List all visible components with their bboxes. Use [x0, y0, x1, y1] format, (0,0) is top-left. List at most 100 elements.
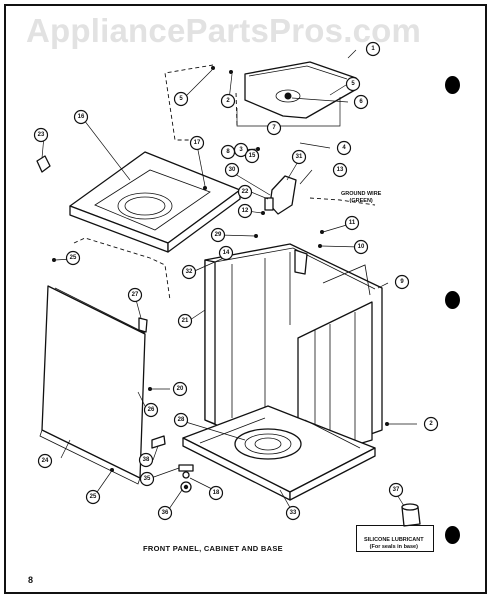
lubricant-box [356, 525, 434, 552]
callout-23: 23 [33, 127, 49, 143]
callout-21: 21 [177, 313, 193, 329]
ground-wire-line1: GROUND WIRE [341, 191, 382, 197]
callout-20-label: 20 [177, 386, 184, 392]
callout-1: 1 [365, 41, 381, 57]
callout-6: 6 [353, 94, 369, 110]
callout-22: 22 [237, 184, 253, 200]
callout-12: 12 [237, 203, 253, 219]
callout-32: 32 [181, 264, 197, 280]
callout-37-label: 37 [393, 487, 400, 493]
callout-7: 7 [266, 120, 282, 136]
callout-31-label: 31 [296, 154, 303, 160]
callout-33: 33 [285, 505, 301, 521]
callout-12-label: 12 [242, 208, 249, 214]
callout-15: 15 [244, 148, 260, 164]
cabinet [204, 243, 383, 463]
callout-14-label: 14 [223, 250, 230, 256]
callout-28-label: 28 [178, 417, 185, 423]
callout-4: 4 [336, 140, 352, 156]
base [182, 405, 376, 501]
diagram-title: FRONT PANEL, CABINET AND BASE [143, 544, 283, 553]
watermark-text: AppliancePartsPros.com [26, 12, 422, 49]
callout-16: 16 [73, 109, 89, 125]
callout-25-top-label: 25 [70, 255, 77, 261]
callout-30: 30 [224, 162, 240, 178]
callout-5-left: 5 [173, 91, 189, 107]
callout-33-label: 33 [290, 510, 297, 516]
callout-37: 37 [388, 482, 404, 498]
callout-18-label: 18 [213, 490, 220, 496]
callout-29: 29 [210, 227, 226, 243]
callout-17-label: 17 [194, 140, 201, 146]
callout-25-bottom-label: 25 [90, 494, 97, 500]
callout-1-label: 1 [371, 46, 375, 52]
binder-hole-bottom [445, 526, 460, 544]
callout-10: 10 [353, 239, 369, 255]
callout-38: 38 [138, 452, 154, 468]
callout-16-label: 16 [78, 114, 85, 120]
callout-38-label: 38 [143, 457, 150, 463]
callout-25-top: 25 [65, 250, 81, 266]
callout-30-label: 30 [229, 167, 236, 173]
callout-13-label: 13 [337, 167, 344, 173]
callout-3-label: 3 [239, 147, 243, 153]
callout-36: 36 [157, 505, 173, 521]
callout-17: 17 [189, 135, 205, 151]
lubricant-line2: (For seals in base) [369, 543, 418, 550]
callout-27-label: 27 [132, 292, 139, 298]
callout-4-label: 4 [342, 145, 346, 151]
callout-25-bottom: 25 [85, 489, 101, 505]
callout-2-top: 2 [220, 93, 236, 109]
callout-8: 8 [220, 144, 236, 160]
lubricant-label: SILICONE LUBRICANT (For seals in base) [364, 537, 424, 550]
callout-20: 20 [172, 381, 188, 397]
callout-10-label: 10 [358, 244, 365, 250]
callout-24-label: 24 [42, 458, 49, 464]
callout-18: 18 [208, 485, 224, 501]
hardware-parts [36, 66, 421, 527]
top-panel [69, 151, 241, 253]
page-number: 8 [28, 575, 34, 585]
callout-26: 26 [143, 402, 159, 418]
callout-27: 27 [127, 287, 143, 303]
callout-8-label: 8 [226, 149, 230, 155]
callout-14: 14 [218, 245, 234, 261]
lubricant-line1: SILICONE LUBRICANT [364, 537, 424, 543]
callout-6-label: 6 [359, 99, 363, 105]
callout-24: 24 [37, 453, 53, 469]
callout-32-label: 32 [186, 269, 193, 275]
callout-35-label: 35 [144, 476, 151, 482]
callout-2-right: 2 [423, 416, 439, 432]
callout-23-label: 23 [38, 132, 45, 138]
lid-switch-bracket [264, 175, 297, 215]
callout-2-right-label: 2 [429, 421, 433, 427]
callout-28: 28 [173, 412, 189, 428]
callout-31: 31 [291, 149, 307, 165]
callout-11-label: 11 [349, 220, 356, 226]
callout-2-top-label: 2 [226, 98, 230, 104]
callout-26-label: 26 [148, 407, 155, 413]
binder-hole-top [445, 76, 460, 94]
ground-wire-label: GROUND WIRE (GREEN) [341, 191, 381, 204]
callout-5-right-label: 5 [351, 81, 355, 87]
dashed-guide-lines [73, 64, 376, 301]
callout-7-label: 7 [272, 125, 276, 131]
callout-5-right: 5 [345, 76, 361, 92]
callout-22-label: 22 [242, 189, 249, 195]
callout-9-label: 9 [400, 279, 404, 285]
callout-11: 11 [344, 215, 360, 231]
callout-15-label: 15 [249, 153, 256, 159]
callout-35: 35 [139, 471, 155, 487]
callout-13: 13 [332, 162, 348, 178]
callout-5-left-label: 5 [179, 96, 183, 102]
callout-9: 9 [394, 274, 410, 290]
callout-29-label: 29 [215, 232, 222, 238]
ground-wire-line2: (GREEN) [349, 197, 373, 204]
callout-21-label: 21 [182, 318, 189, 324]
page-border [4, 4, 487, 594]
top-lid-assembly [236, 61, 357, 127]
binder-hole-middle [445, 291, 460, 309]
callout-36-label: 36 [162, 510, 169, 516]
